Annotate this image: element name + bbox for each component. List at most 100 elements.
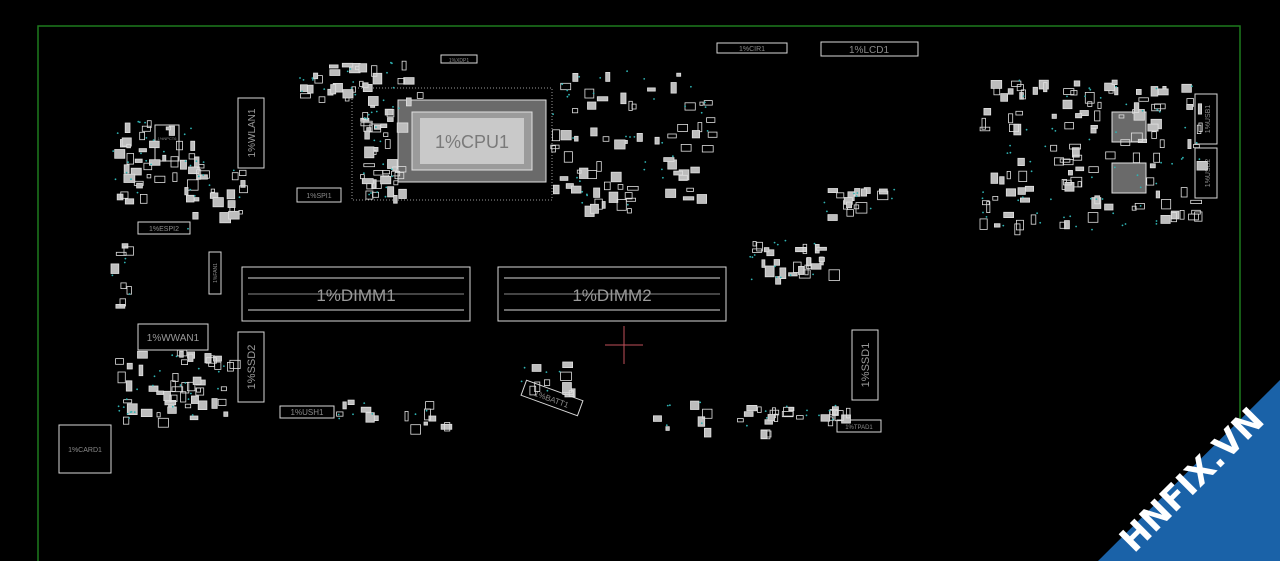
spi-chip[interactable]: 1%SPI1 (296, 187, 342, 203)
passive-component (1134, 202, 1145, 210)
via (349, 68, 352, 70)
via (784, 239, 787, 242)
card-reader[interactable]: 1%CARD1 (58, 424, 112, 474)
via (644, 161, 647, 163)
passive-component (184, 403, 192, 409)
passive-component (403, 77, 415, 85)
dimm2-label: 1%DIMM2 (572, 286, 651, 305)
passive-component (1149, 163, 1156, 169)
passive-component (156, 390, 164, 395)
passive-component (690, 400, 700, 410)
cir-connector[interactable]: 1%CIR1 (716, 42, 788, 54)
ush-connector[interactable]: 1%USH1 (279, 405, 335, 419)
passive-component (148, 385, 159, 392)
passive-component (179, 159, 187, 170)
passive-component (1013, 123, 1022, 136)
dimm2-slot[interactable]: 1%DIMM2 (497, 266, 727, 322)
passive-component (371, 180, 382, 189)
passive-component (981, 117, 986, 130)
via (700, 422, 703, 425)
wlan-slot[interactable]: 1%WLAN1 (237, 97, 265, 169)
lcd-connector[interactable]: 1%LCD1 (820, 41, 919, 57)
passive-component (590, 127, 598, 137)
via (379, 140, 382, 143)
passive-component (783, 406, 794, 417)
via (183, 133, 186, 136)
via (130, 178, 132, 181)
passive-component (590, 203, 599, 214)
passive-component (552, 129, 560, 142)
via (398, 107, 400, 110)
wwan-slot[interactable]: 1%WWAN1 (137, 323, 209, 351)
passive-component (1146, 177, 1155, 186)
passive-component (1159, 139, 1165, 149)
usb2-port[interactable]: 1%USB2 (1194, 147, 1218, 199)
via (123, 261, 126, 264)
via (1124, 223, 1127, 225)
passive-component (617, 184, 624, 190)
passive-component (1059, 158, 1071, 163)
via (368, 193, 370, 196)
passive-component (367, 96, 379, 106)
passive-component (126, 403, 138, 415)
passive-component (1087, 101, 1093, 107)
ssd2-slot[interactable]: 1%SSD2 (237, 331, 265, 403)
passive-component (779, 267, 787, 279)
passive-component (416, 92, 424, 99)
via (187, 398, 190, 400)
passive-component (404, 410, 409, 422)
passive-component (365, 412, 375, 423)
passive-component (737, 418, 744, 423)
passive-component (1068, 169, 1073, 176)
via (202, 161, 205, 164)
passive-component (231, 172, 239, 181)
passive-component (410, 424, 421, 435)
cpu-footprint[interactable]: 1%CPU1 (351, 87, 553, 201)
via (371, 413, 374, 415)
dimm1-slot[interactable]: 1%DIMM1 (241, 266, 471, 322)
passive-component (347, 399, 355, 406)
via (1018, 79, 1021, 82)
fan-label: 1%FAN1 (213, 263, 219, 283)
passive-component (677, 124, 689, 132)
via (982, 211, 984, 214)
passive-component (126, 286, 132, 295)
via (1036, 212, 1038, 215)
xdp-header[interactable]: 1%XDP1 (440, 54, 478, 64)
passive-component (1132, 152, 1141, 164)
fan-connector[interactable]: 1%FAN1 (208, 251, 222, 295)
ssd1-label: 1%SSD1 (860, 343, 872, 388)
passive-component (1075, 166, 1085, 172)
battery-connector[interactable]: 1%BATT1 (520, 379, 584, 417)
passive-component (185, 194, 195, 203)
ssd1-slot[interactable]: 1%SSD1 (851, 329, 879, 401)
passive-component (529, 385, 537, 396)
passive-component (701, 145, 714, 153)
via (773, 241, 776, 244)
passive-component (1073, 154, 1083, 161)
via (1160, 161, 1162, 164)
passive-component (123, 416, 130, 425)
via (566, 89, 569, 92)
passive-component (834, 410, 844, 422)
passive-component (1015, 110, 1023, 116)
via (643, 78, 646, 80)
usb1-port[interactable]: 1%USB1 (1194, 93, 1218, 145)
via (133, 411, 136, 413)
passive-component (798, 265, 805, 275)
via (776, 243, 779, 246)
espi-header[interactable]: 1%ESPI2 (137, 221, 191, 235)
touchpad-connector[interactable]: 1%TPAD1 (836, 419, 882, 433)
via (1044, 145, 1047, 148)
via (171, 405, 174, 408)
passive-component (767, 414, 775, 422)
passive-component (1197, 103, 1203, 115)
via (629, 136, 631, 138)
via (302, 79, 305, 81)
passive-component (1153, 152, 1160, 163)
passive-component (137, 350, 148, 359)
passive-component (1114, 87, 1119, 96)
via (981, 197, 984, 200)
via (189, 188, 192, 191)
passive-component (828, 269, 840, 281)
